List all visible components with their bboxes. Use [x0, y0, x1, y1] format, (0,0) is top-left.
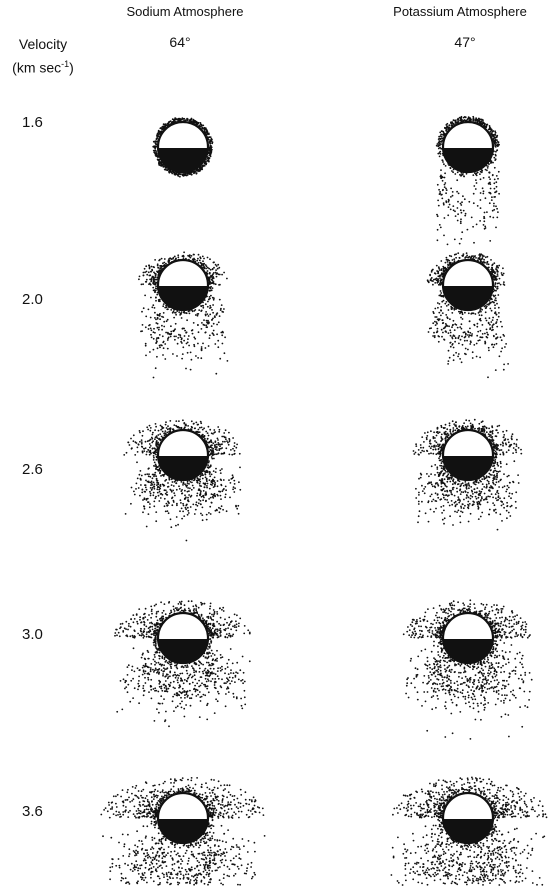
planet-night-side-potassium-3.6	[443, 819, 493, 844]
